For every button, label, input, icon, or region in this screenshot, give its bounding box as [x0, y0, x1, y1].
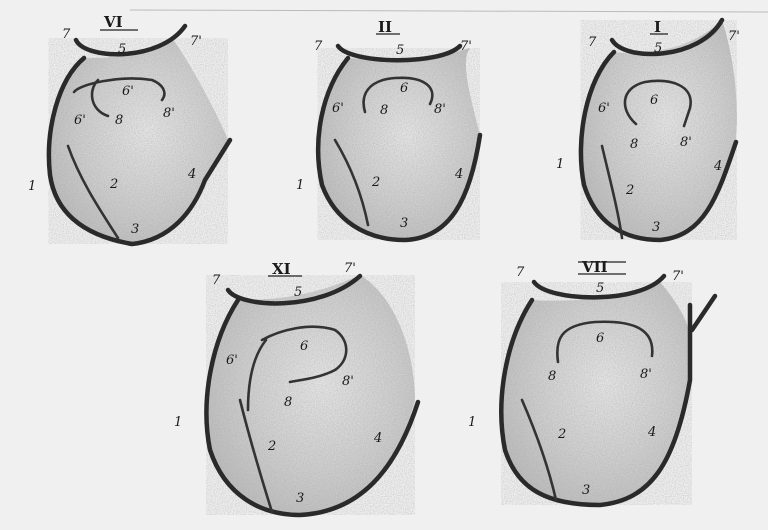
panel-vi-label-6b: 6': [74, 113, 86, 128]
panel-xi-label-8: 8: [284, 395, 292, 410]
panel-xi-label-6p: 6': [226, 353, 238, 368]
panel-ii-label-7: 7: [314, 39, 323, 54]
panel-xi-label-6: 6: [300, 339, 308, 354]
panel-vi-label-8: 8: [115, 113, 123, 128]
panel-vii-numeral: VII: [581, 258, 608, 276]
panel-vi-label-8p: 8': [163, 106, 175, 121]
panel-xi-label-7p: 7': [344, 261, 356, 276]
panel-ii-label-7p: 7': [460, 39, 472, 54]
panel-ii-label-1: 1: [296, 178, 304, 193]
panel-i-label-7: 7: [588, 35, 597, 50]
panel-i-label-6: 6: [650, 93, 658, 108]
panel-i-label-6p: 6': [598, 101, 610, 116]
panel-ii-label-6: 6: [400, 81, 408, 96]
panel-vi-label-6: 6': [122, 84, 134, 99]
panel-i-label-2: 2: [625, 183, 634, 198]
panel-ii-label-6p: 6': [332, 101, 344, 116]
panel-xi-label-4: 4: [373, 431, 382, 446]
panel-vii-label-2: 2: [557, 427, 566, 442]
panel-vi-label-7: 7: [62, 27, 71, 42]
panel-vii-label-8p: 8': [640, 367, 652, 382]
panel-ii-numeral: II: [378, 18, 392, 36]
panel-i-label-3: 3: [652, 220, 660, 235]
panel-vi-label-1: 1: [28, 179, 36, 194]
panel-vi-numeral: VI: [103, 13, 123, 31]
panel-i-label-8: 8: [630, 137, 638, 152]
panel-vi-label-7p: 7': [190, 34, 202, 49]
panel-vi-label-2: 2: [109, 177, 118, 192]
panel-vi-label-3: 3: [131, 222, 139, 237]
panel-i-label-5: 5: [654, 41, 662, 56]
panel-ii-label-8: 8: [380, 103, 388, 118]
panel-vi-label-5: 5: [118, 42, 126, 57]
panel-ii-label-2: 2: [371, 175, 380, 190]
panel-i-label-1: 1: [556, 157, 564, 172]
panel-ii-label-8p: 8': [434, 102, 446, 117]
panel-vii-label-1: 1: [468, 415, 476, 430]
panel-xi-label-3: 3: [296, 491, 304, 506]
panel-xi-label-8p: 8': [342, 374, 354, 389]
panel-xi-numeral: XI: [272, 260, 291, 278]
panel-i-label-4: 4: [713, 159, 722, 174]
panel-ii-label-4: 4: [454, 167, 463, 182]
panel-ii-label-5: 5: [396, 43, 404, 58]
panel-xi-label-5: 5: [294, 285, 302, 300]
panel-xi-label-2: 2: [267, 439, 276, 454]
panel-i-label-8p: 8': [680, 135, 692, 150]
panel-vii-label-7: 7: [516, 265, 525, 280]
panel-xi-label-1: 1: [174, 415, 182, 430]
panel-vii-label-5: 5: [596, 281, 604, 296]
panel-vii-label-3: 3: [582, 483, 590, 498]
panel-vii-label-8: 8: [548, 369, 556, 384]
panel-vii-label-6: 6: [596, 331, 604, 346]
panel-i-numeral: I: [654, 18, 661, 36]
panel-i-label-7p: 7': [728, 29, 740, 44]
panel-vii-label-7p: 7': [672, 269, 684, 284]
panel-vii-label-4: 4: [647, 425, 656, 440]
panel-xi-label-7: 7: [212, 273, 221, 288]
panel-ii-label-3: 3: [400, 216, 408, 231]
panel-vi-label-4: 4: [187, 167, 196, 182]
